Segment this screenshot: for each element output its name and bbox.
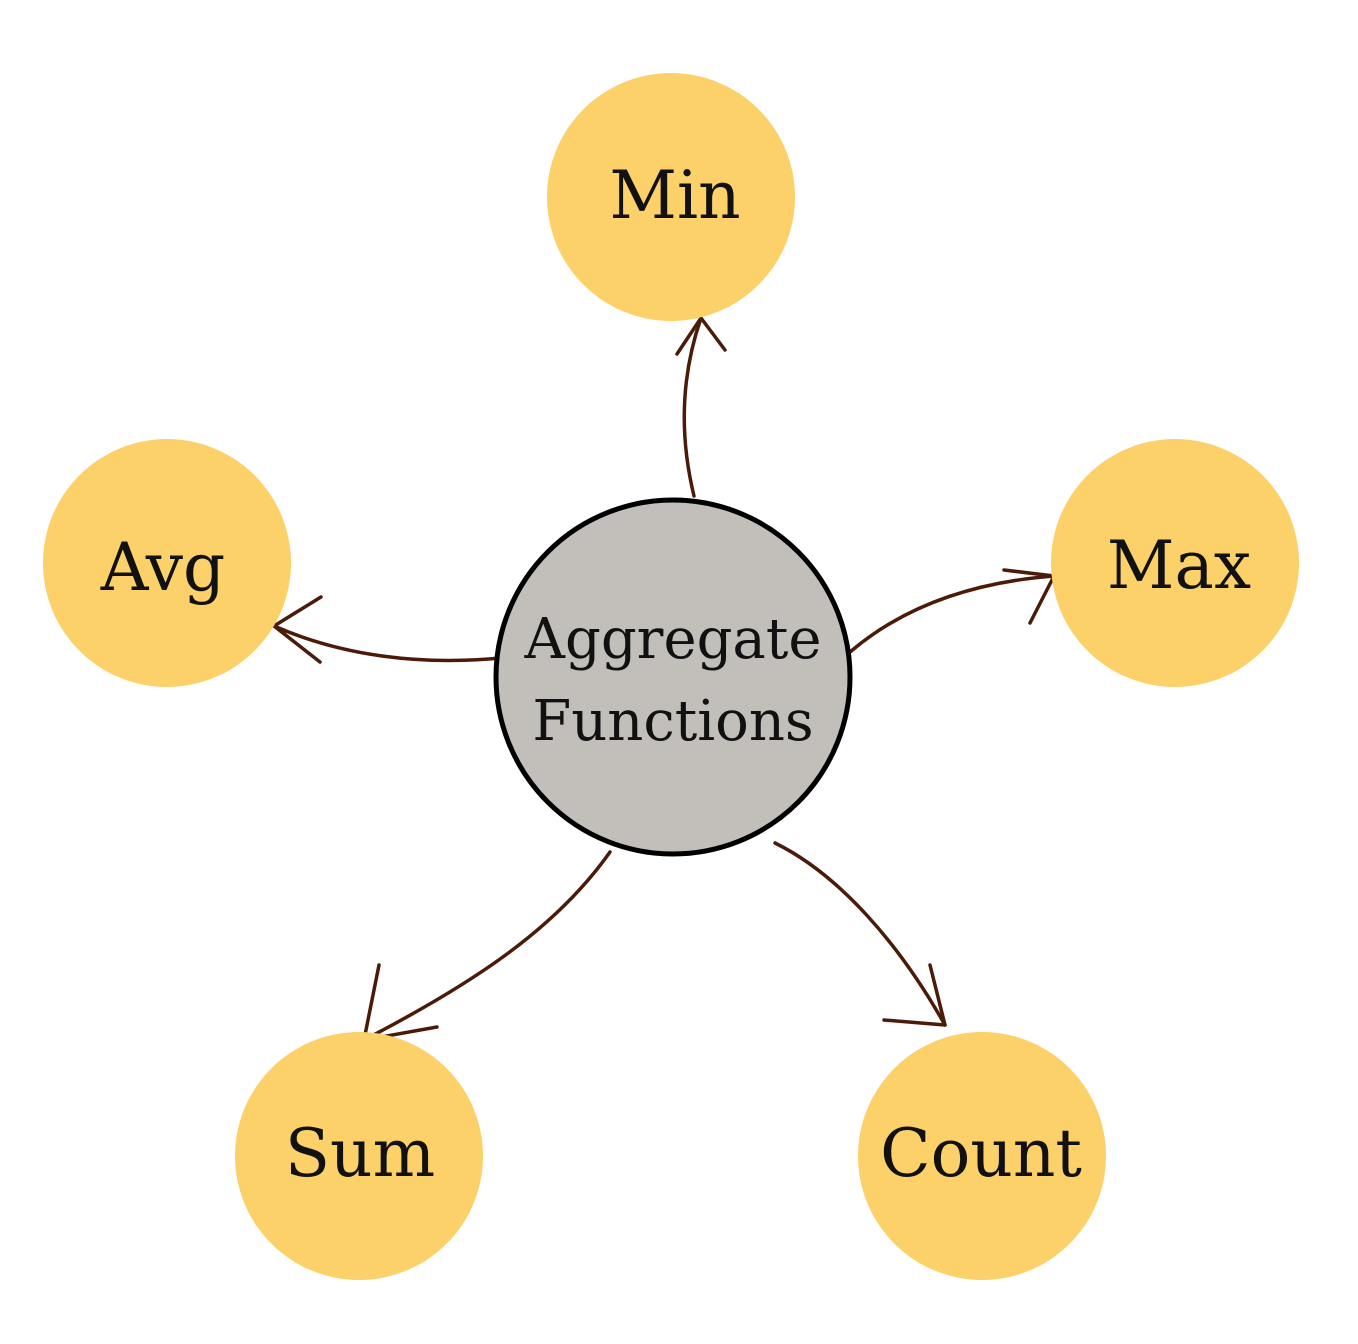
- arrowhead-avg: [272, 595, 323, 664]
- center-node-circle: [493, 497, 853, 857]
- arrowhead-sum: [362, 963, 439, 1042]
- node-avg: Avg: [43, 439, 291, 687]
- node-min-label: Min: [609, 157, 740, 234]
- arrowhead-min: [675, 316, 727, 356]
- edge-line-max: [848, 574, 1056, 654]
- edge-to-count: [773, 841, 947, 1027]
- edge-line-count: [773, 841, 947, 1027]
- edges: [272, 316, 1056, 1042]
- edge-to-max: [848, 568, 1056, 654]
- node-max: Max: [1051, 439, 1299, 687]
- center-node-label-line1: Aggregate: [524, 607, 822, 672]
- edge-line-sum: [362, 850, 612, 1042]
- node-sum: Sum: [235, 1032, 483, 1280]
- node-min: Min: [547, 73, 795, 321]
- edge-to-min: [675, 316, 727, 498]
- edge-line-min: [682, 316, 703, 498]
- node-min-circle: [547, 73, 795, 321]
- node-avg-circle: [43, 439, 291, 687]
- node-avg-label: Avg: [100, 529, 226, 606]
- node-count: Count: [858, 1032, 1106, 1280]
- arrowhead-count: [882, 963, 947, 1027]
- node-count-label: Count: [880, 1115, 1082, 1192]
- center-node-label-line2: Functions: [532, 689, 813, 754]
- node-sum-label: Sum: [285, 1115, 435, 1192]
- center-node: Aggregate Functions: [493, 497, 853, 857]
- edge-line-avg: [272, 624, 512, 663]
- node-max-label: Max: [1107, 527, 1251, 604]
- edge-to-avg: [272, 595, 512, 664]
- edge-to-sum: [362, 850, 612, 1042]
- node-max-circle: [1051, 439, 1299, 687]
- node-sum-circle: [235, 1032, 483, 1280]
- node-count-circle: [858, 1032, 1106, 1280]
